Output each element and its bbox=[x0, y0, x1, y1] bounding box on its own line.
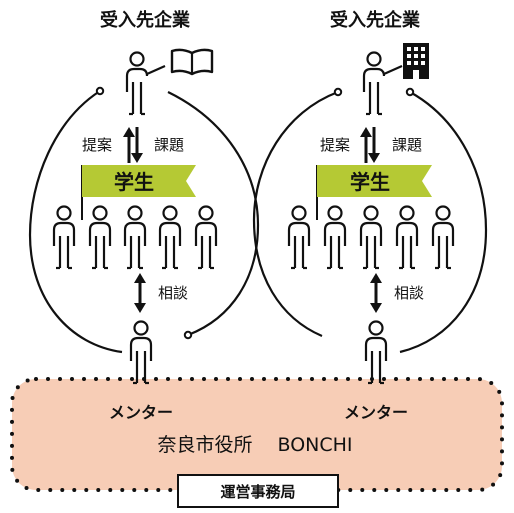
right-cycle-arc-left bbox=[252, 90, 339, 338]
student-figure bbox=[194, 205, 218, 270]
right-consult-label: 相談 bbox=[394, 284, 424, 302]
right-issue-label: 課題 bbox=[392, 136, 422, 154]
organizers-text: 奈良市役所 BONCHI bbox=[157, 434, 352, 456]
right-students-label: 学生 bbox=[350, 170, 390, 194]
left-company-label: 受入先企業 bbox=[100, 9, 191, 31]
organizer-panel bbox=[10, 377, 504, 492]
student-figure bbox=[359, 205, 383, 270]
left-cycle-arc-right bbox=[167, 91, 260, 337]
left-mentor-figure bbox=[129, 320, 153, 385]
left-student-group bbox=[52, 205, 218, 270]
right-unit: 受入先企業 提案 課題 bbox=[252, 9, 488, 422]
left-company-person bbox=[125, 51, 166, 116]
student-figure bbox=[431, 205, 455, 270]
right-company-person bbox=[362, 51, 403, 116]
left-cycle-arc-left bbox=[28, 90, 123, 354]
left-consult-label: 相談 bbox=[158, 284, 188, 302]
right-students-banner: 学生 bbox=[316, 165, 432, 220]
left-unit: 受入先企業 提案 課題 学生 bbox=[28, 9, 260, 422]
right-mentor-label: メンター bbox=[344, 403, 408, 422]
building-icon bbox=[403, 43, 429, 79]
right-company-label: 受入先企業 bbox=[330, 9, 421, 31]
office-box: 運営事務局 bbox=[177, 474, 339, 508]
student-figure bbox=[52, 205, 76, 270]
right-student-group bbox=[287, 205, 455, 270]
student-figure bbox=[395, 205, 419, 270]
student-figure bbox=[323, 205, 347, 270]
right-consult-arrow bbox=[368, 271, 384, 315]
right-mentor-figure bbox=[364, 320, 388, 385]
left-students-banner: 学生 bbox=[81, 165, 196, 220]
student-figure bbox=[287, 205, 311, 270]
student-figure bbox=[123, 205, 147, 270]
right-proposal-issue-arrows bbox=[358, 125, 382, 165]
left-consult-arrow bbox=[132, 271, 148, 315]
right-cycle-arc-right bbox=[399, 91, 488, 354]
left-mentor-label: メンター bbox=[109, 403, 173, 422]
book-icon bbox=[170, 48, 214, 76]
left-proposal-issue-arrows bbox=[121, 125, 145, 165]
left-issue-label: 課題 bbox=[154, 136, 184, 154]
left-students-label: 学生 bbox=[114, 170, 154, 194]
student-figure bbox=[88, 205, 112, 270]
left-proposal-label: 提案 bbox=[82, 136, 112, 154]
student-figure bbox=[158, 205, 182, 270]
right-proposal-label: 提案 bbox=[320, 136, 350, 154]
office-label: 運営事務局 bbox=[220, 483, 295, 501]
